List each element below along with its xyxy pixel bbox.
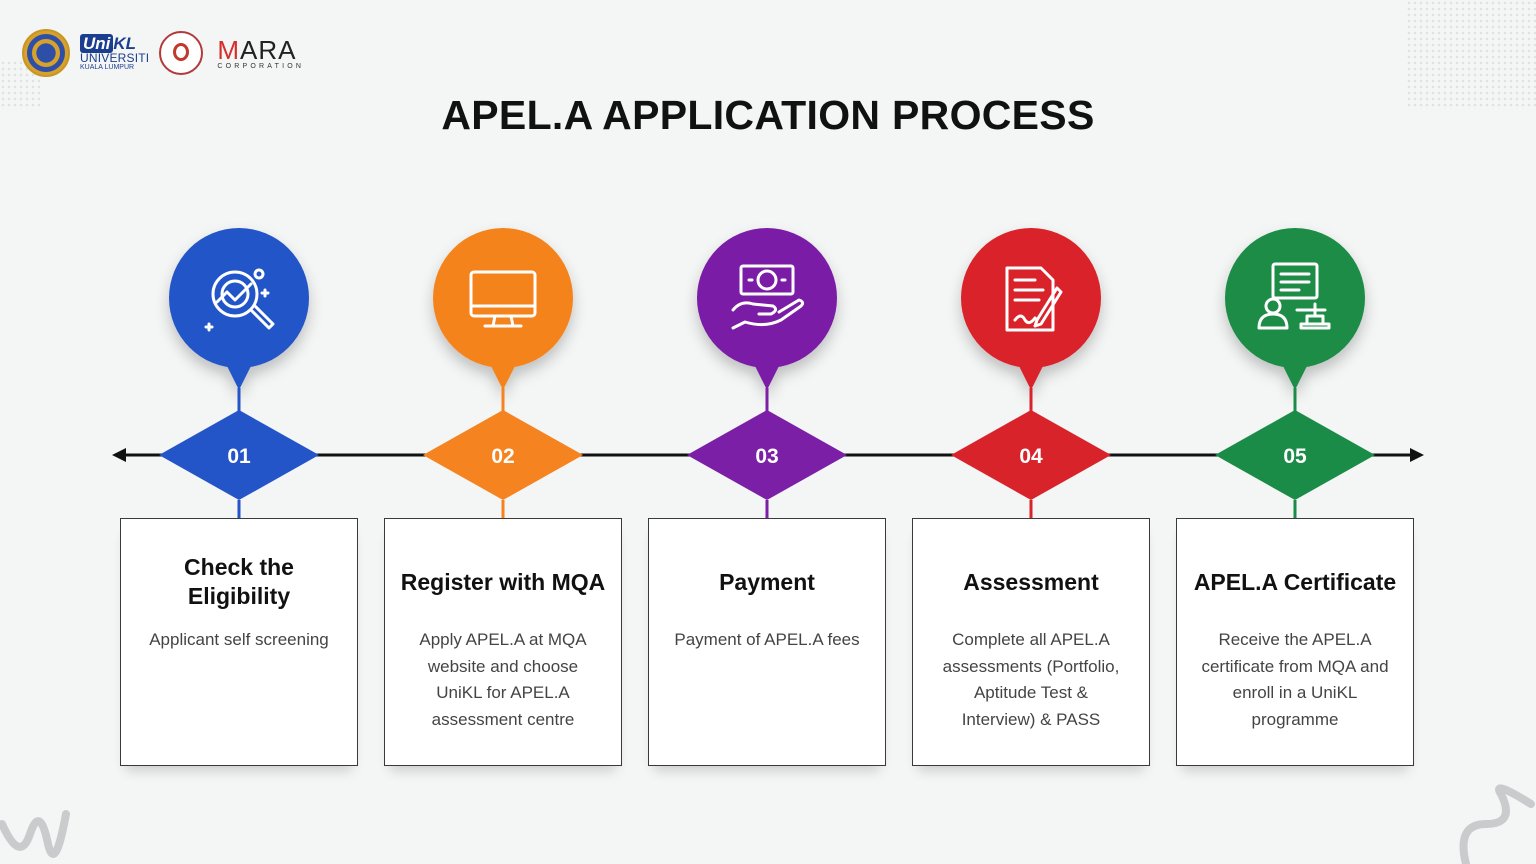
step-description: Applicant self screening: [149, 630, 329, 649]
step-number-diamond: [159, 410, 319, 500]
step-number: 02: [491, 445, 514, 468]
step-number-diamond: [951, 410, 1111, 500]
mara-logo: MARA CORPORATION: [217, 34, 305, 70]
step-pin: [433, 228, 573, 390]
step-title: APEL.A Certificate: [1193, 568, 1397, 595]
timeline-step: 02: [423, 228, 583, 520]
timeline-step: 04: [951, 228, 1111, 520]
step-title: Assessment: [963, 568, 1099, 595]
step-title: Payment: [719, 568, 815, 595]
step-description: Complete all APEL.A assessments (Portfol…: [942, 630, 1120, 729]
timeline-step: 03: [687, 228, 847, 520]
arrow-left-icon: [112, 448, 126, 462]
world-map-dots: [1406, 0, 1536, 110]
step-number-diamond: [687, 410, 847, 500]
step-number-diamond: [423, 410, 583, 500]
step-pin: [1225, 228, 1365, 390]
university-seal-logo: [22, 29, 70, 77]
step-pin: [697, 228, 837, 390]
step-number: 05: [1283, 445, 1307, 468]
step-description: Receive the APEL.A certificate from MQA …: [1201, 630, 1389, 729]
step-pin: [169, 228, 309, 390]
step-title: Check the Eligibility: [184, 554, 294, 609]
squiggle-decoration-left: [0, 810, 70, 858]
step-number: 03: [755, 445, 778, 468]
step-description: Payment of APEL.A fees: [674, 630, 860, 649]
institute-seal-logo: [159, 31, 204, 75]
timeline-step: 01: [159, 228, 319, 520]
squiggle-decoration-right: [1459, 784, 1535, 864]
step-description: Apply APEL.A at MQA website and choose U…: [419, 630, 587, 729]
page-title: APEL.A APPLICATION PROCESS: [441, 92, 1095, 138]
step-card: Register with MQA Apply APEL.A at MQA web…: [384, 518, 622, 766]
arrow-right-icon: [1410, 448, 1424, 462]
step-pin: [961, 228, 1101, 390]
step-number: 01: [227, 445, 251, 468]
step-title: Register with MQA: [400, 568, 606, 595]
step-number-diamond: [1215, 410, 1375, 500]
timeline-step: 05: [1215, 228, 1375, 520]
step-number: 04: [1019, 445, 1043, 468]
